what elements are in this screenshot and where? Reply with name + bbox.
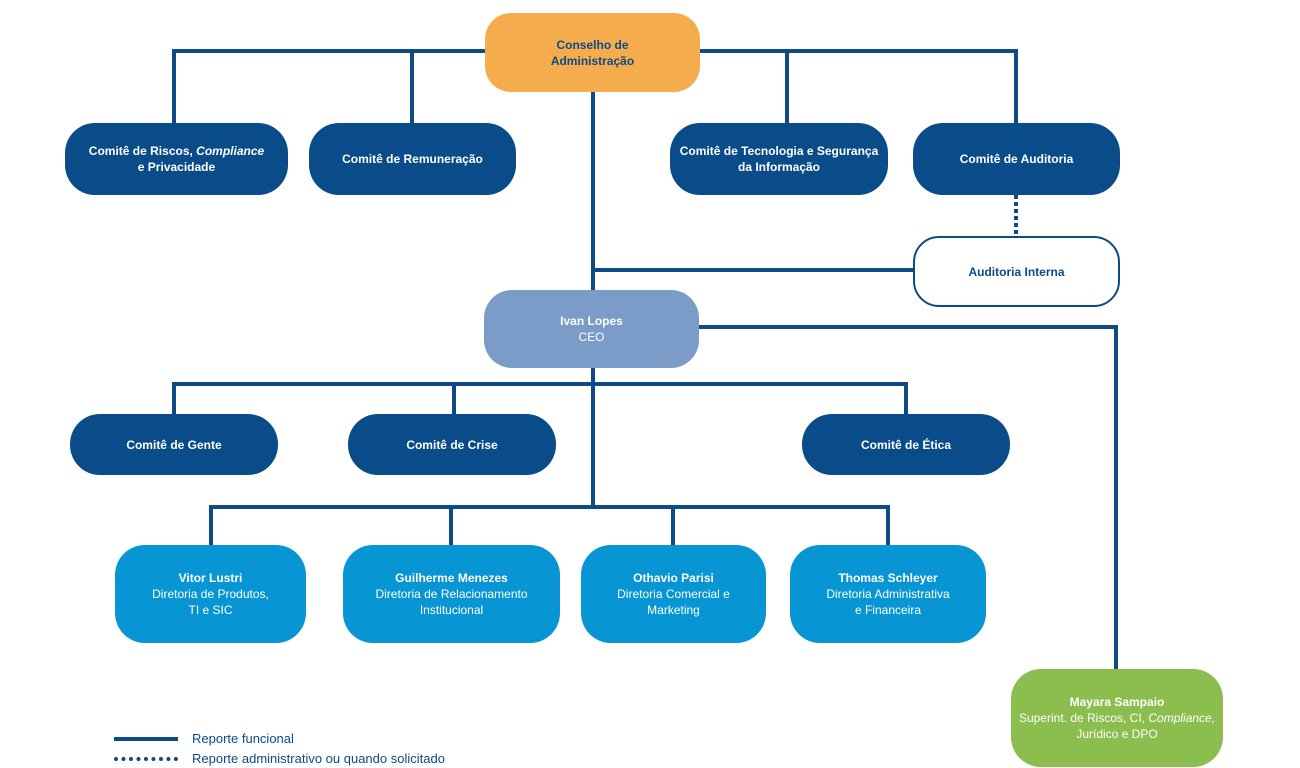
legend-solid: Reporte funcional (114, 731, 294, 746)
director-name: Vitor Lustri (178, 571, 243, 585)
legend-dotted-swatch (114, 756, 178, 761)
ceo-name: Ivan Lopes (560, 314, 623, 328)
legend-solid-label: Reporte funcional (192, 731, 294, 746)
committee-etica-label: Comitê de Ética (860, 437, 952, 452)
director-role-line1: Diretoria de Relacionamento (375, 587, 528, 601)
superintendent-role-prefix: Superint. de Riscos, CI, (1018, 711, 1146, 725)
committee-tecnologia-box: Comitê de Tecnologia e Segurança da Info… (670, 123, 888, 195)
committee-riscos-prefix: Comitê de Riscos, (88, 144, 193, 158)
superintendent-role-italic: Compliance, (1148, 711, 1216, 725)
committee-crise-box: Comitê de Crise (348, 414, 556, 475)
committee-riscos-italic: Compliance (196, 144, 265, 158)
director-role-line2: e Financeira (854, 603, 922, 617)
director-box: Thomas Schleyer Diretoria Administrativa… (790, 545, 986, 643)
superintendent-role-line1: Superint. de Riscos, CI, Compliance, (1019, 710, 1215, 726)
director-role-line1: Diretoria Administrativa (826, 587, 950, 601)
director-connector (209, 505, 890, 547)
superintendent-name: Mayara Sampaio (1069, 695, 1165, 709)
mid-committee-connector (172, 382, 908, 416)
committee-remuneracao-box: Comitê de Remuneração (309, 123, 516, 195)
board-line1: Conselho de (556, 37, 629, 52)
legend-solid-swatch (114, 736, 178, 741)
legend-dotted: Reporte administrativo ou quando solicit… (114, 751, 445, 766)
auditoria-interna-label: Auditoria Interna (968, 264, 1065, 279)
board-left-connector (172, 49, 488, 126)
ceo-box: Ivan Lopes CEO (484, 290, 699, 368)
committee-gente-label: Comitê de Gente (126, 437, 222, 452)
director-role-line2: Marketing (647, 603, 700, 617)
director-box: Guilherme Menezes Diretoria de Relaciona… (343, 545, 560, 643)
director-role-line2: TI e SIC (188, 603, 233, 617)
director-name: Guilherme Menezes (395, 571, 508, 585)
director-role-line1: Diretoria de Produtos, (152, 587, 269, 601)
committee-auditoria-label: Comitê de Auditoria (959, 152, 1074, 166)
committee-crise-label: Comitê de Crise (406, 437, 498, 452)
committee-riscos-line1: Comitê de Riscos, Compliance (89, 143, 264, 159)
director-name: Othavio Parisi (633, 571, 714, 585)
superintendent-connector (696, 325, 1118, 671)
superintendent-box: Mayara Sampaio Superint. de Riscos, CI, … (1011, 669, 1223, 767)
ceo-role: CEO (578, 330, 605, 344)
committee-etica-box: Comitê de Ética (802, 414, 1010, 475)
committee-gente-box: Comitê de Gente (70, 414, 278, 475)
committee-tecnologia-line1: Comitê de Tecnologia e Segurança (679, 144, 879, 158)
director-role-line2: Institucional (419, 603, 484, 617)
committee-riscos-box: Comitê de Riscos, Compliance e Privacida… (65, 123, 288, 195)
director-name: Thomas Schleyer (838, 571, 938, 585)
director-role-line1: Diretoria Comercial e (617, 587, 730, 601)
director-box: Vitor Lustri Diretoria de Produtos, TI e… (115, 545, 306, 643)
committee-remuneracao-label: Comitê de Remuneração (342, 152, 483, 166)
committee-tecnologia-line2: da Informação (737, 160, 821, 174)
superintendent-role-line2: Jurídico e DPO (1076, 727, 1158, 741)
director-box: Othavio Parisi Diretoria Comercial e Mar… (581, 545, 766, 643)
legend-dotted-label: Reporte administrativo ou quando solicit… (192, 751, 445, 766)
committee-auditoria-box: Comitê de Auditoria (913, 123, 1120, 195)
board-box: Conselho de Administração (485, 13, 700, 92)
auditoria-interna-box: Auditoria Interna (913, 236, 1120, 307)
board-right-connector (696, 49, 1018, 126)
board-line2: Administração (550, 53, 635, 68)
committee-riscos-line2: e Privacidade (137, 160, 216, 174)
